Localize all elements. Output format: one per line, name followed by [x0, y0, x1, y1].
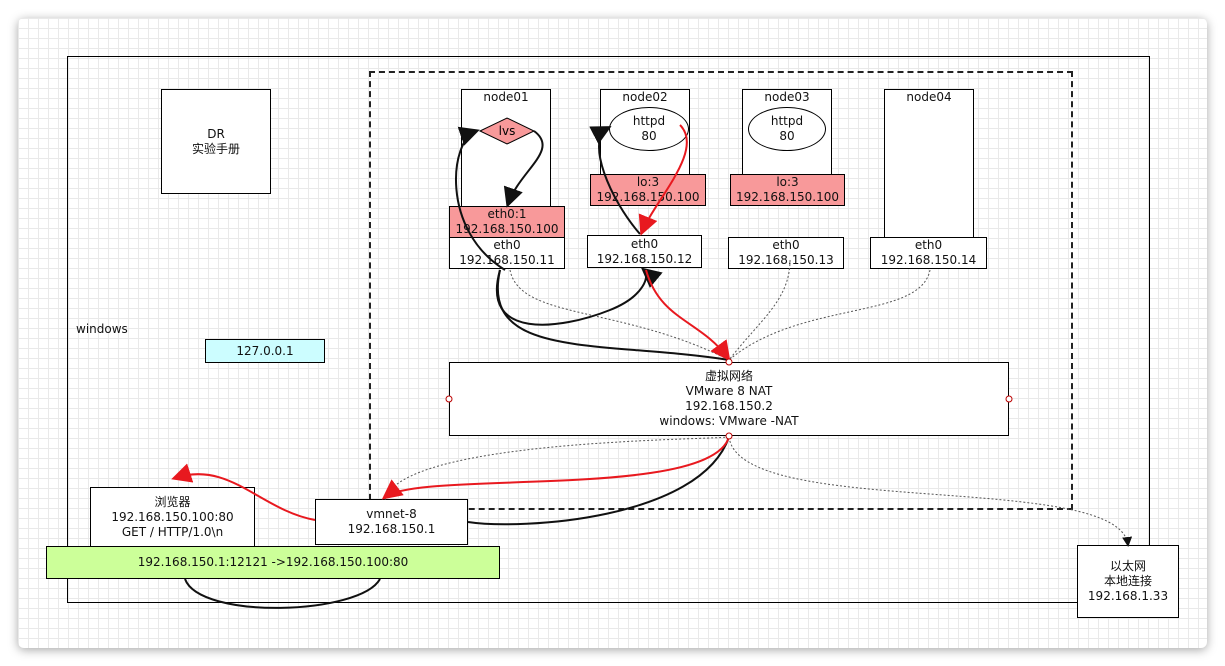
net-top-port — [725, 358, 733, 366]
node03-httpd-service: httpd 80 — [748, 107, 826, 151]
dr-title: DR — [207, 126, 225, 141]
dr-title-box: DR 实验手册 — [161, 89, 271, 194]
vmnet8-box: vmnet-8 192.168.150.1 — [315, 499, 468, 545]
dotted-node03-net — [728, 259, 791, 361]
lvs-label: lvs — [499, 124, 516, 138]
connection-bar: 192.168.150.1:12121 ->192.168.150.100:80 — [46, 546, 500, 579]
dotted-node04-net — [728, 269, 931, 361]
arrow-vmnet-to-browser — [171, 463, 316, 521]
localhost-box: 127.0.0.1 — [205, 339, 325, 363]
node03-vip: lo:3 192.168.150.100 — [730, 174, 845, 206]
dotted-net-vmnet — [384, 436, 730, 501]
arrow-eth-to-net — [645, 269, 731, 362]
arrow-eth-to-lvs — [455, 126, 506, 271]
dr-subtitle: 实验手册 — [191, 141, 240, 156]
browser-box: 浏览器 192.168.150.100:80 GET / HTTP/1.0\n — [90, 487, 255, 547]
path-httpd-loop — [589, 126, 641, 235]
net-left-port — [445, 395, 453, 403]
net-right-port — [1005, 395, 1013, 403]
path-net-vmnet-black — [467, 436, 730, 526]
node04-eth0: eth0 192.168.150.14 — [870, 237, 987, 269]
windows-frame — [67, 56, 1150, 603]
vm-area — [369, 71, 1073, 510]
path-node01-net — [496, 269, 730, 361]
node04-name: node04 — [906, 90, 952, 104]
path-loop-bottom — [184, 578, 381, 609]
node02-vip: lo:3 192.168.150.100 — [590, 174, 706, 206]
arrow-net-to-vmnet — [381, 436, 730, 500]
virtual-network-box: 虚拟网络 VMware 8 NAT 192.168.150.2 windows:… — [449, 362, 1009, 436]
node01-eth0: eth0 192.168.150.11 — [449, 237, 565, 269]
node02-name: node02 — [622, 90, 668, 104]
node03-eth0: eth0 192.168.150.13 — [728, 237, 844, 269]
node02-eth0: eth0 192.168.150.12 — [587, 235, 702, 268]
dotted-node01-net — [509, 269, 730, 361]
arrow-lvs-to-eth — [503, 130, 544, 208]
node03-name: node03 — [764, 90, 810, 104]
net-bottom-port — [725, 432, 733, 440]
windows-label: windows — [76, 322, 128, 336]
node01-name: node01 — [483, 90, 529, 104]
arrow-node01-node02 — [496, 267, 663, 326]
arrow-httpd-to-eth — [638, 124, 688, 236]
dotted-net-ethernet — [728, 436, 1133, 547]
node02-httpd-service: httpd 80 — [609, 107, 689, 151]
